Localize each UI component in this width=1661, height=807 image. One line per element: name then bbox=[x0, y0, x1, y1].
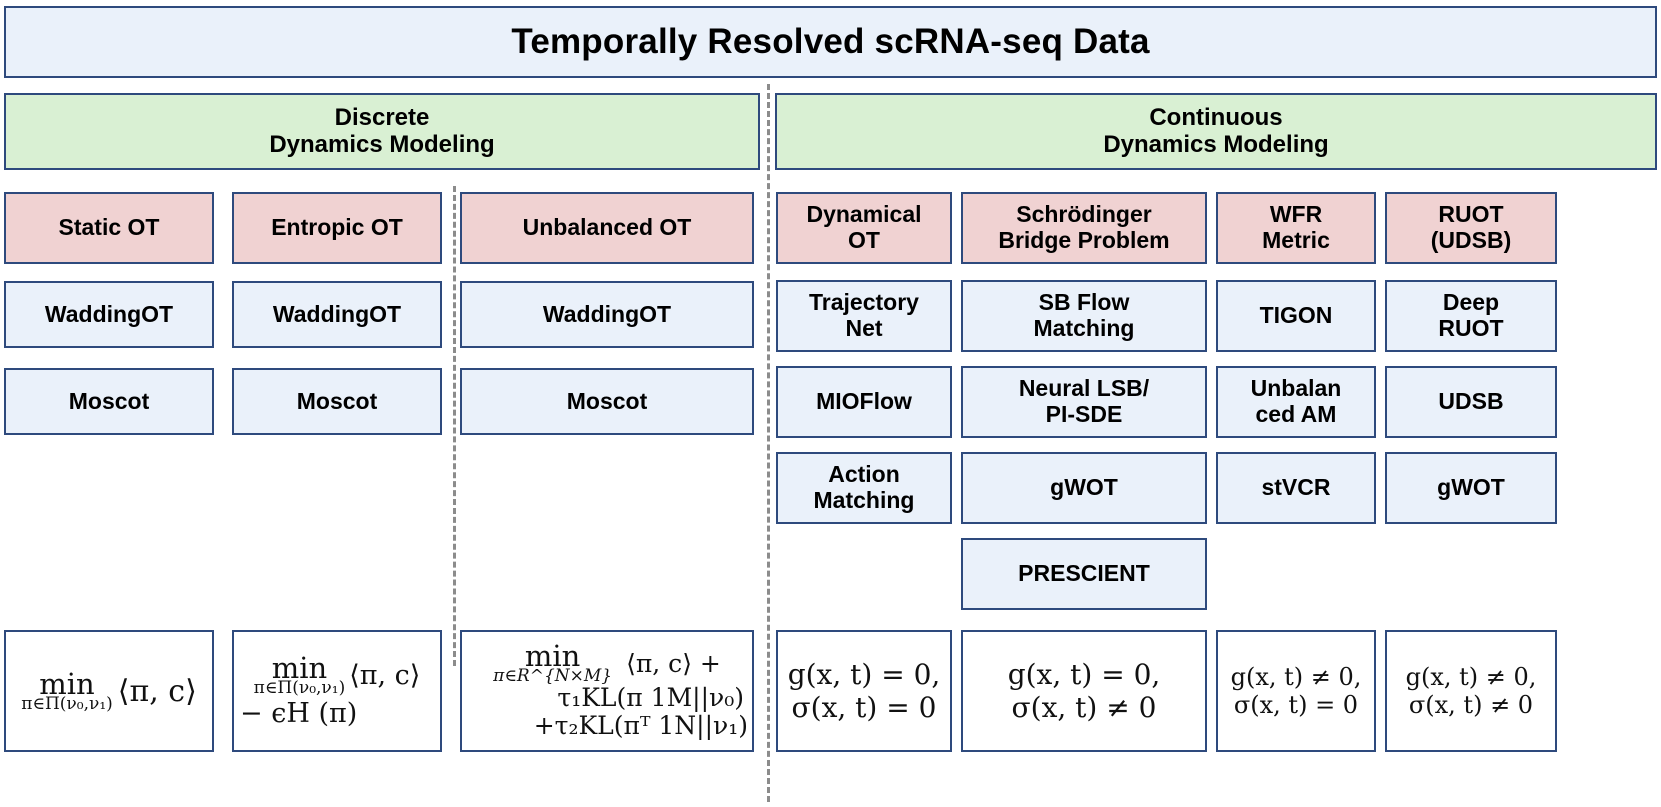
formula-entropic-ot-body: ⟨π, c⟩ bbox=[349, 659, 421, 691]
divider-dashed-discrete-inner bbox=[453, 186, 456, 666]
formula-static-ot: min π∈Π(ν₀,ν₁) ⟨π, c⟩ bbox=[4, 630, 214, 752]
formula-unbalanced-ot-line1: ⟨π, c⟩ + bbox=[626, 649, 721, 678]
formula-unbalanced-ot: min π∈R^{N×M} ⟨π, c⟩ + τ₁KL(π 1M||ν₀) +τ… bbox=[460, 630, 754, 752]
method-entropic-ot-1[interactable]: Moscot bbox=[232, 368, 442, 435]
method-schrodinger-bridge-1[interactable]: Neural LSB/ PI-SDE bbox=[961, 366, 1207, 438]
category-static-ot[interactable]: Static OT bbox=[4, 192, 214, 264]
formula-unbalanced-ot-line2: τ₁KL(π 1M||ν₀) bbox=[557, 683, 744, 712]
formula-unbalanced-ot-operator: min π∈R^{N×M} bbox=[493, 639, 613, 686]
method-ruot-udsb-2[interactable]: gWOT bbox=[1385, 452, 1557, 524]
formula-dynamical-ot-line1: g(x, t) = 0, bbox=[787, 658, 941, 691]
formula-entropic-ot-line2: − ϵH (π) bbox=[240, 697, 358, 729]
method-ruot-udsb-0[interactable]: Deep RUOT bbox=[1385, 280, 1557, 352]
formula-wfr-metric-line1: g(x, t) ≠ 0, bbox=[1230, 663, 1362, 691]
formula-unbalanced-ot-line3: +τ₂KL(πᵀ 1N||ν₁) bbox=[533, 711, 748, 740]
method-schrodinger-bridge-0[interactable]: SB Flow Matching bbox=[961, 280, 1207, 352]
method-schrodinger-bridge-2[interactable]: gWOT bbox=[961, 452, 1207, 524]
category-ruot-udsb[interactable]: RUOT (UDSB) bbox=[1385, 192, 1557, 264]
formula-static-ot-operator: min π∈Π(ν₀,ν₁) bbox=[21, 666, 113, 714]
diagram-title: Temporally Resolved scRNA-seq Data bbox=[4, 6, 1657, 78]
method-static-ot-0[interactable]: WaddingOT bbox=[4, 281, 214, 348]
formula-dynamical-ot: g(x, t) = 0, σ(x, t) = 0 bbox=[776, 630, 952, 752]
formula-entropic-ot: min π∈Π(ν₀,ν₁) ⟨π, c⟩ − ϵH (π) bbox=[232, 630, 442, 752]
method-static-ot-1[interactable]: Moscot bbox=[4, 368, 214, 435]
method-entropic-ot-0[interactable]: WaddingOT bbox=[232, 281, 442, 348]
method-dynamical-ot-1[interactable]: MIOFlow bbox=[776, 366, 952, 438]
method-wfr-metric-0[interactable]: TIGON bbox=[1216, 280, 1376, 352]
formula-ruot-udsb-line1: g(x, t) ≠ 0, bbox=[1405, 663, 1537, 691]
method-ruot-udsb-1[interactable]: UDSB bbox=[1385, 366, 1557, 438]
formula-static-ot-body: ⟨π, c⟩ bbox=[117, 673, 197, 709]
section-band-discrete: Discrete Dynamics Modeling bbox=[4, 93, 760, 170]
category-wfr-metric[interactable]: WFR Metric bbox=[1216, 192, 1376, 264]
formula-wfr-metric: g(x, t) ≠ 0, σ(x, t) = 0 bbox=[1216, 630, 1376, 752]
formula-schrodinger-bridge-line2: σ(x, t) ≠ 0 bbox=[1011, 691, 1157, 724]
formula-ruot-udsb-line2: σ(x, t) ≠ 0 bbox=[1408, 691, 1534, 719]
method-schrodinger-bridge-3[interactable]: PRESCIENT bbox=[961, 538, 1207, 610]
method-dynamical-ot-0[interactable]: Trajectory Net bbox=[776, 280, 952, 352]
method-wfr-metric-2[interactable]: stVCR bbox=[1216, 452, 1376, 524]
method-wfr-metric-1[interactable]: Unbalan ced AM bbox=[1216, 366, 1376, 438]
divider-dashed-sections bbox=[767, 84, 770, 802]
formula-entropic-ot-operator: min π∈Π(ν₀,ν₁) bbox=[253, 650, 346, 698]
method-unbalanced-ot-0[interactable]: WaddingOT bbox=[460, 281, 754, 348]
method-unbalanced-ot-1[interactable]: Moscot bbox=[460, 368, 754, 435]
category-schrodinger-bridge[interactable]: Schrödinger Bridge Problem bbox=[961, 192, 1207, 264]
formula-schrodinger-bridge-line1: g(x, t) = 0, bbox=[1007, 658, 1161, 691]
section-band-continuous: Continuous Dynamics Modeling bbox=[775, 93, 1657, 170]
formula-ruot-udsb: g(x, t) ≠ 0, σ(x, t) ≠ 0 bbox=[1385, 630, 1557, 752]
category-dynamical-ot[interactable]: Dynamical OT bbox=[776, 192, 952, 264]
method-dynamical-ot-2[interactable]: Action Matching bbox=[776, 452, 952, 524]
formula-wfr-metric-line2: σ(x, t) = 0 bbox=[1233, 691, 1359, 719]
formula-schrodinger-bridge: g(x, t) = 0, σ(x, t) ≠ 0 bbox=[961, 630, 1207, 752]
category-unbalanced-ot[interactable]: Unbalanced OT bbox=[460, 192, 754, 264]
category-entropic-ot[interactable]: Entropic OT bbox=[232, 192, 442, 264]
formula-dynamical-ot-line2: σ(x, t) = 0 bbox=[791, 691, 937, 724]
